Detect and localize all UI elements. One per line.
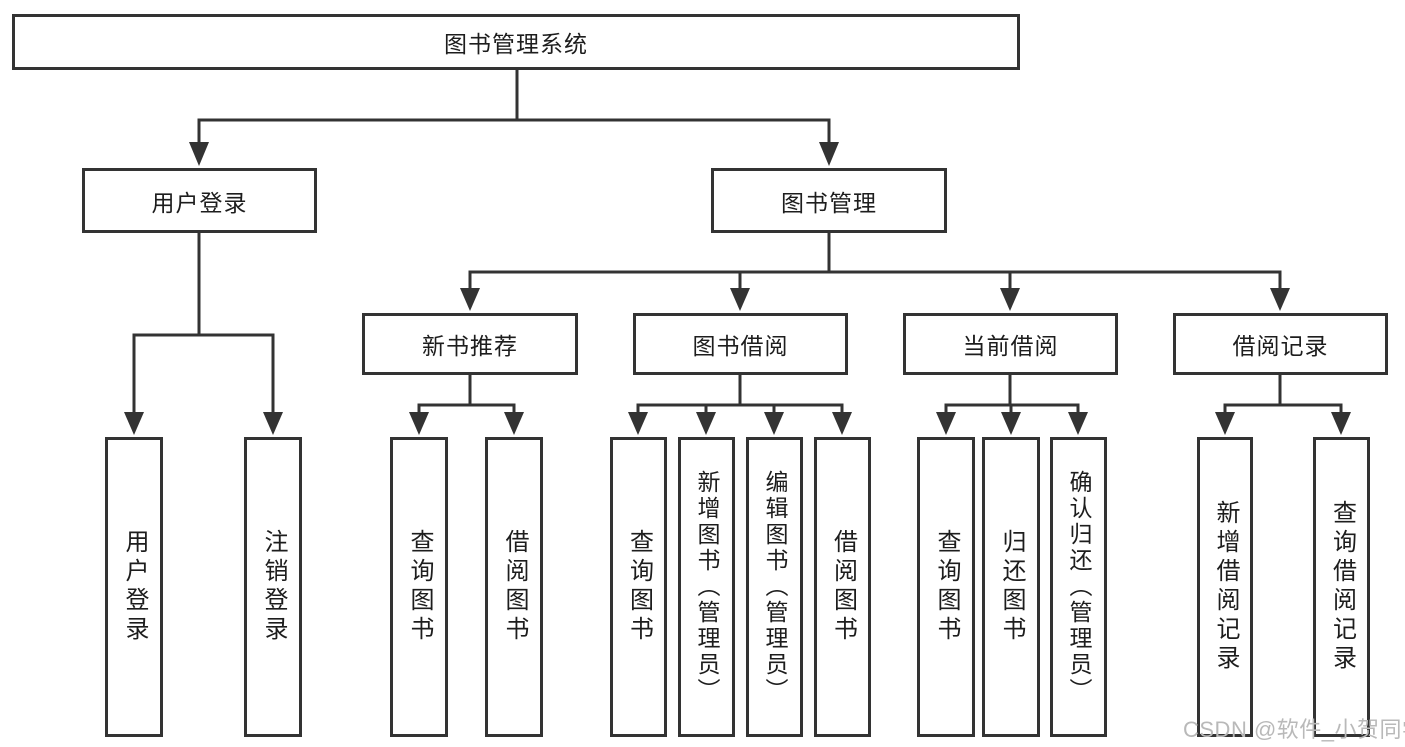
leaf-logout: 注销登录 — [244, 437, 302, 737]
node-book-borrowing-label: 图书借阅 — [692, 333, 789, 359]
node-book-management-label: 图书管理 — [781, 189, 877, 216]
leaf-query-books-recommend: 查询图书 — [390, 437, 448, 737]
arrowheads — [124, 142, 1351, 435]
leaf-edit-books-admin: 编辑图书（管理员） — [746, 437, 803, 737]
leaf-add-books-admin-label: 新增图书（管理员） — [694, 470, 720, 704]
node-new-book-recommend-label: 新书推荐 — [422, 333, 518, 359]
leaf-confirm-return-admin: 确认归还（管理员） — [1050, 437, 1107, 737]
node-new-book-recommend: 新书推荐 — [362, 313, 578, 375]
node-user-login: 用户登录 — [82, 168, 317, 233]
leaf-query-books-current: 查询图书 — [917, 437, 975, 737]
leaf-edit-books-admin-label: 编辑图书（管理员） — [762, 470, 788, 704]
leaf-return-books: 归还图书 — [982, 437, 1040, 737]
leaf-borrow-books-recommend-label: 借阅图书 — [501, 529, 528, 645]
node-user-login-label: 用户登录 — [151, 189, 248, 216]
node-borrowing-records-label: 借阅记录 — [1232, 333, 1329, 359]
leaf-add-borrow-record-label: 新增借阅记录 — [1212, 500, 1239, 674]
csdn-watermark: CSDN @软件_小贺同学 — [1183, 717, 1405, 742]
node-root-library-system: 图书管理系统 — [12, 14, 1020, 70]
node-current-borrowing-label: 当前借阅 — [962, 333, 1059, 359]
leaf-query-books-recommend-label: 查询图书 — [406, 529, 433, 645]
leaf-confirm-return-admin-label: 确认归还（管理员） — [1066, 470, 1092, 704]
leaf-query-borrow-record: 查询借阅记录 — [1313, 437, 1370, 737]
node-book-management: 图书管理 — [711, 168, 947, 233]
node-root-label: 图书管理系统 — [444, 31, 588, 57]
node-book-borrowing: 图书借阅 — [633, 313, 848, 375]
leaf-query-books-borrowing: 查询图书 — [610, 437, 667, 737]
leaf-return-books-label: 归还图书 — [998, 529, 1025, 645]
node-borrowing-records: 借阅记录 — [1173, 313, 1388, 375]
leaf-add-borrow-record: 新增借阅记录 — [1197, 437, 1253, 737]
node-current-borrowing: 当前借阅 — [903, 313, 1118, 375]
leaf-user-login: 用户登录 — [105, 437, 163, 737]
leaf-borrow-books-borrowing-label: 借阅图书 — [829, 529, 857, 645]
leaf-borrow-books-borrowing: 借阅图书 — [814, 437, 871, 737]
leaf-add-books-admin: 新增图书（管理员） — [678, 437, 735, 737]
leaf-query-books-borrowing-label: 查询图书 — [625, 529, 653, 645]
leaf-user-login-label: 用户登录 — [121, 529, 148, 645]
leaf-query-books-current-label: 查询图书 — [933, 529, 960, 645]
leaf-logout-label: 注销登录 — [260, 529, 287, 645]
leaf-query-borrow-record-label: 查询借阅记录 — [1328, 500, 1356, 674]
leaf-borrow-books-recommend: 借阅图书 — [485, 437, 543, 737]
